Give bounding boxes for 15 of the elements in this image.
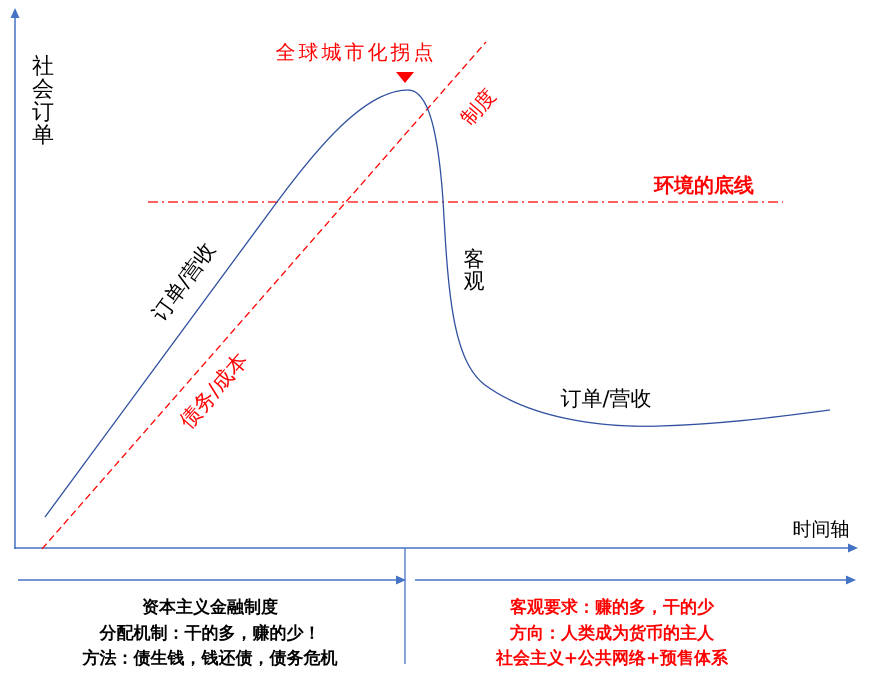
curve-label: 客观 [464,248,484,292]
annotation-label: 全球城市化拐点 [276,41,436,63]
period-text: 资本主义金融制度 [142,598,278,618]
period-text: 分配机制：干的多，赚的少！ [100,624,320,644]
line-label: 环境的底线 [654,174,754,196]
axis-label: 社会订单 [32,54,54,148]
line-label: 债务/成本 [175,349,253,433]
axis-label: 时间轴 [792,520,850,540]
period-text: 方法：债生钱，钱还债，债务危机 [82,650,338,668]
period-text: 方向：人类成为货币的主人 [510,624,714,644]
curve-label: 订单/营收 [560,387,652,411]
curve-label: 订单/营收 [148,238,220,326]
period-text: 社会主义+公共网络+预售体系 [496,650,728,668]
line-label: 制度 [456,84,500,130]
period-text: 客观要求：赚的多，干的少 [510,598,714,618]
